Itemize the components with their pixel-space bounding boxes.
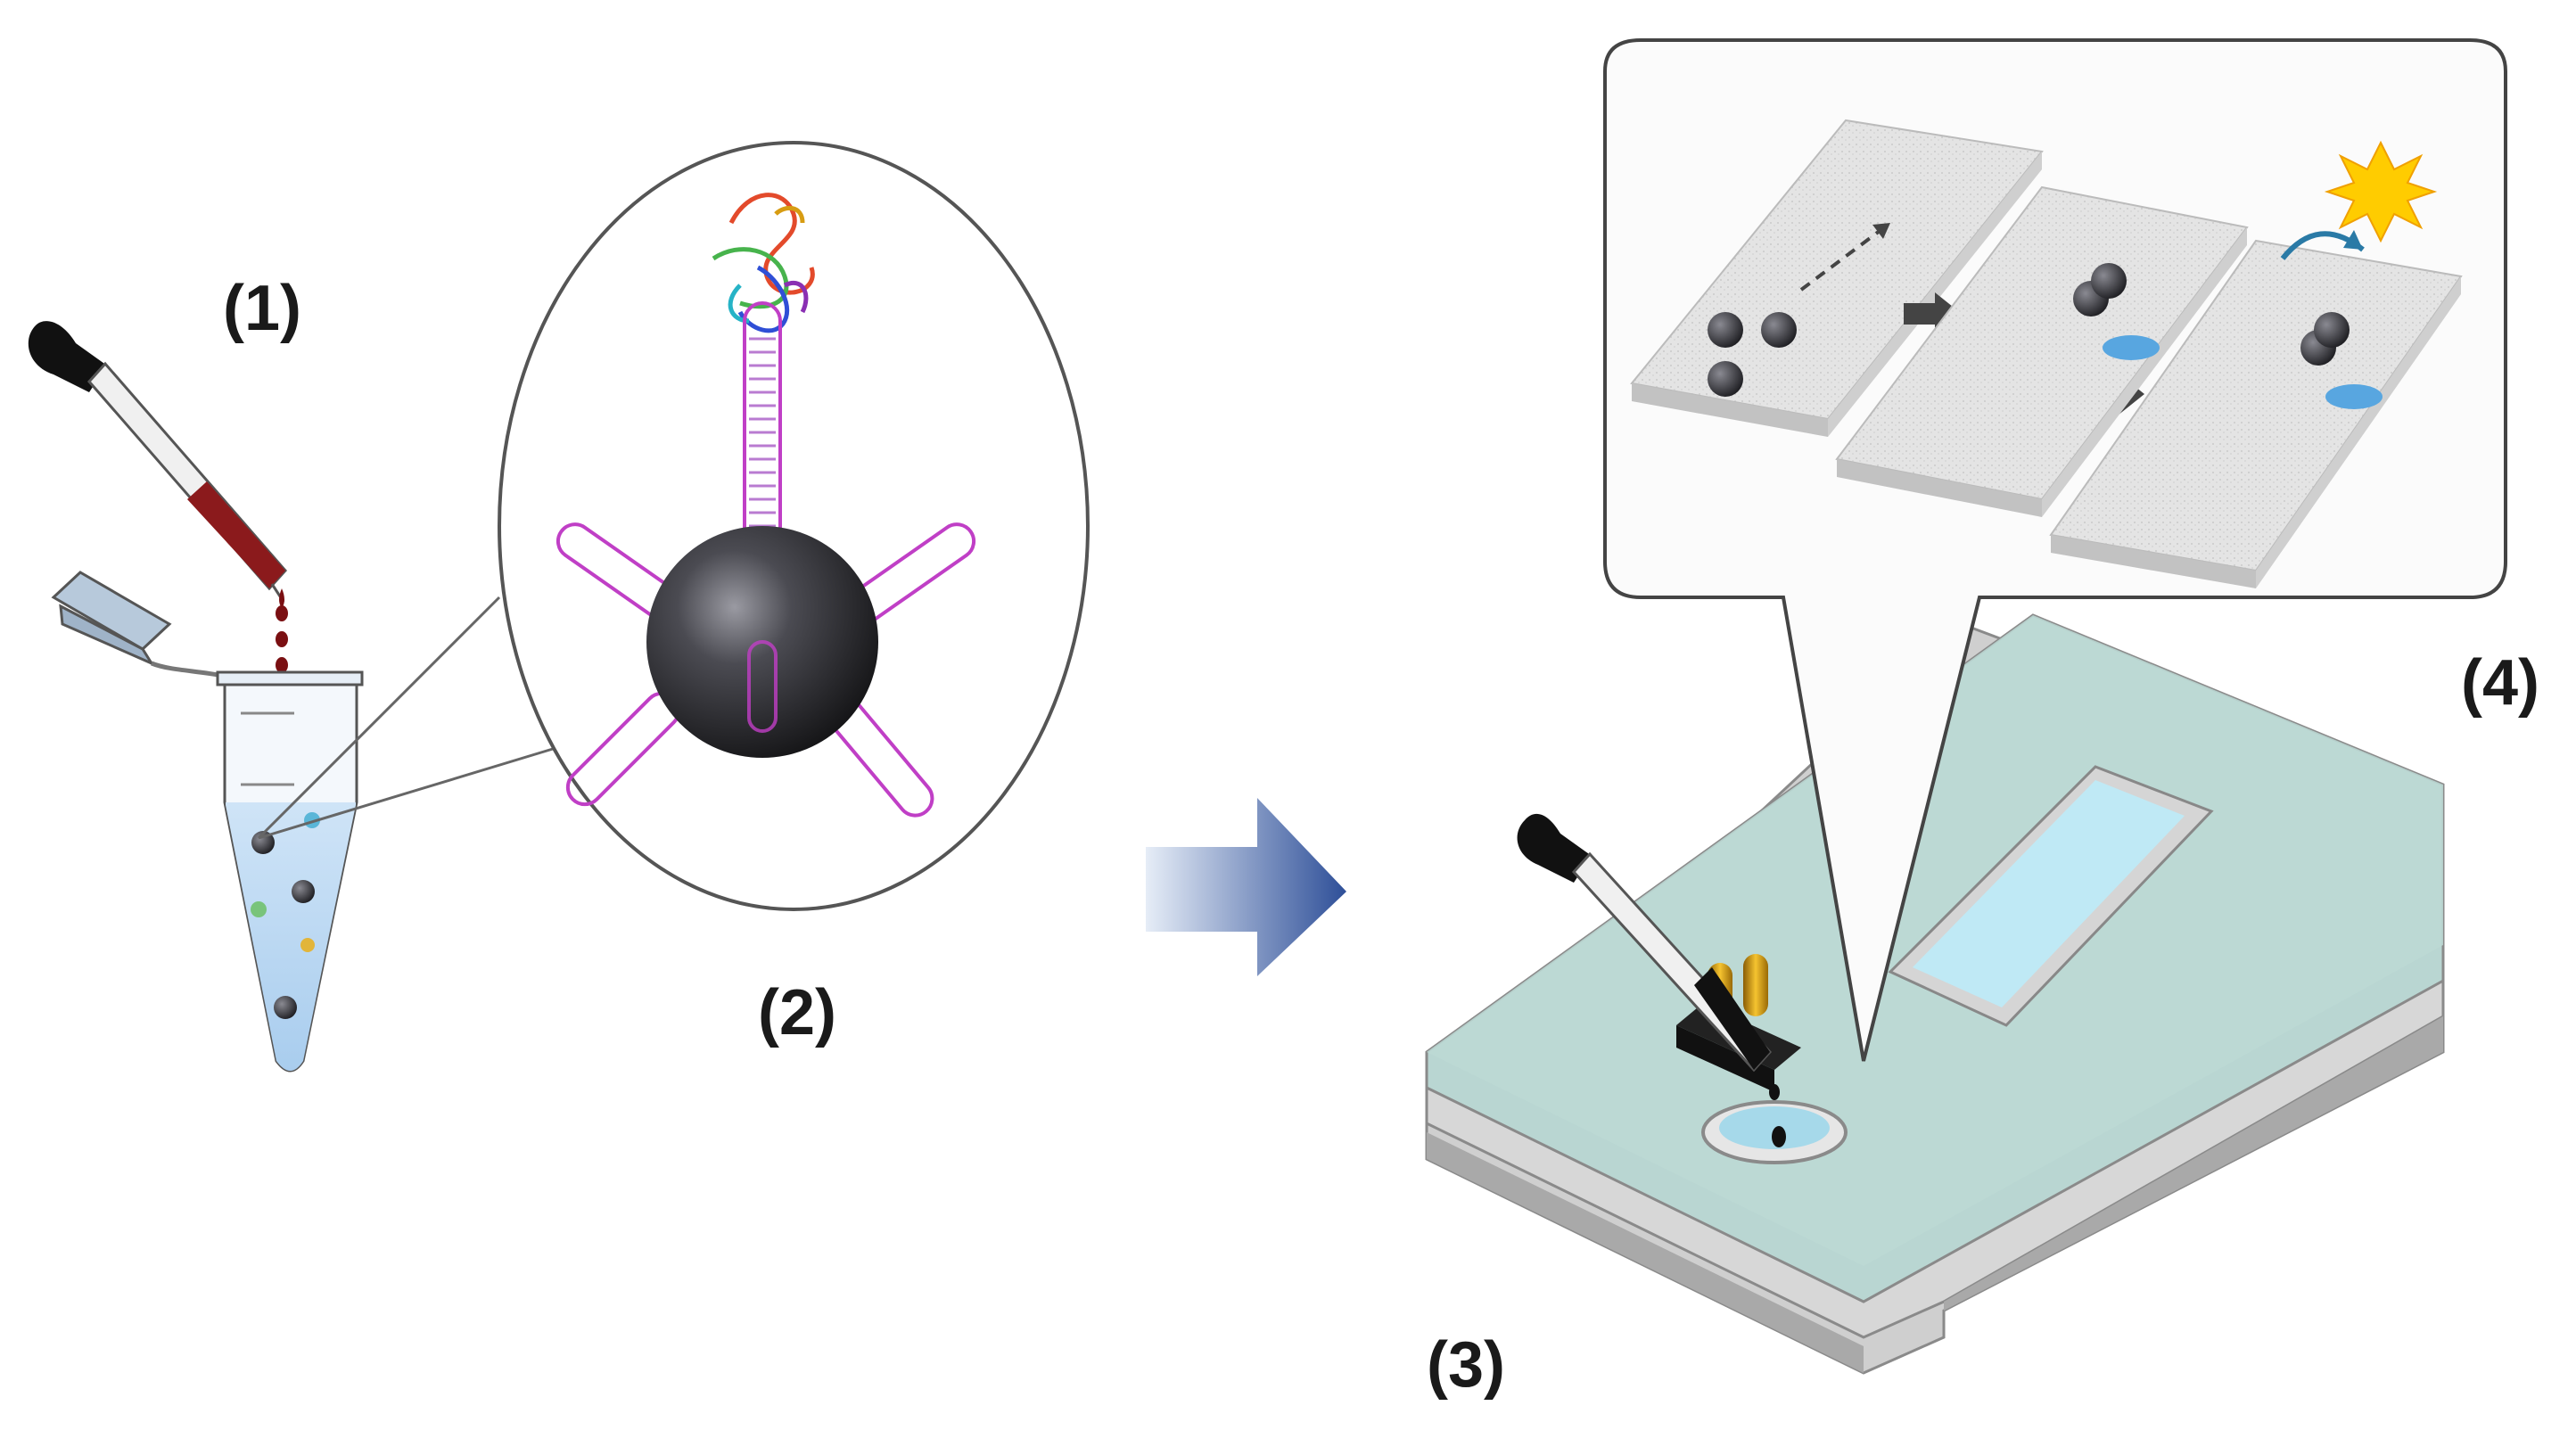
protein-icon bbox=[712, 193, 815, 333]
detection-strip-3 bbox=[2049, 230, 2463, 588]
microfluidic-chip-icon bbox=[1425, 613, 2445, 1375]
detection-strip-2 bbox=[1835, 185, 2249, 517]
detection-callout-panel: (4) bbox=[1603, 38, 2539, 1062]
step-4-label: (4) bbox=[2461, 647, 2539, 719]
step-2-label: (2) bbox=[758, 977, 836, 1048]
step-1-label: (1) bbox=[223, 273, 301, 344]
dropper-icon bbox=[28, 321, 288, 603]
flow-arrow-icon bbox=[1146, 798, 1346, 976]
microfluidic-chip-panel: (3) bbox=[1425, 613, 2445, 1401]
bead-zoom-panel: (2) bbox=[257, 141, 1090, 1048]
dropper-icon bbox=[1517, 813, 1786, 1147]
step-3-label: (3) bbox=[1427, 1329, 1505, 1401]
eppendorf-tube-icon bbox=[51, 571, 364, 1073]
blood-drops bbox=[276, 588, 288, 673]
light-flash-icon bbox=[2324, 140, 2438, 243]
sample-preparation-panel: (1) bbox=[28, 273, 364, 1073]
